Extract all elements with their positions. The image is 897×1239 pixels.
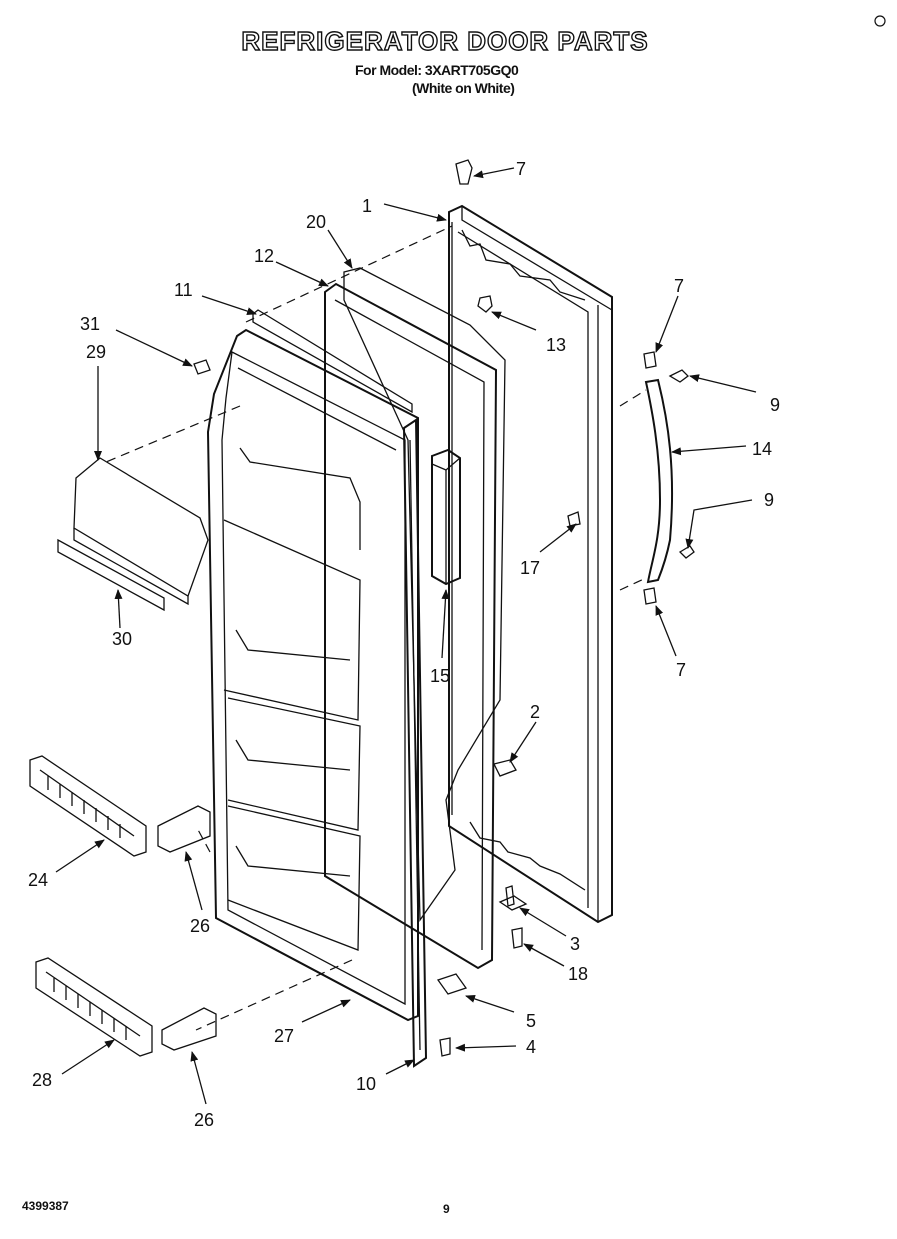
leader-arrows bbox=[55, 167, 757, 1105]
callout-18: 18 bbox=[568, 964, 588, 984]
shelf-end-cap-upper bbox=[157, 805, 211, 853]
handle-insert bbox=[431, 448, 461, 586]
top-bracket bbox=[252, 309, 413, 414]
callout-9-bottom: 9 bbox=[764, 490, 774, 510]
callout-10: 10 bbox=[356, 1074, 376, 1094]
small-hardware bbox=[193, 159, 695, 1057]
callout-3: 3 bbox=[570, 934, 580, 954]
model-line: For Model: 3XART705GQ0 bbox=[355, 62, 519, 78]
callout-26-upper: 26 bbox=[190, 916, 210, 936]
callout-2: 2 bbox=[530, 702, 540, 722]
callout-20: 20 bbox=[306, 212, 326, 232]
callout-17: 17 bbox=[520, 558, 540, 578]
door-shelf-lower bbox=[35, 957, 153, 1057]
door-shelf-upper bbox=[29, 755, 147, 857]
callout-4: 4 bbox=[526, 1037, 536, 1057]
callout-28: 28 bbox=[32, 1070, 52, 1090]
alignment-lines bbox=[105, 225, 647, 1031]
callout-5: 5 bbox=[526, 1011, 536, 1031]
callout-27: 27 bbox=[274, 1026, 294, 1046]
callout-labels: 7 1 20 12 11 31 29 13 7 9 14 9 17 15 7 3… bbox=[28, 159, 780, 1130]
callout-30: 30 bbox=[112, 629, 132, 649]
callout-13: 13 bbox=[546, 335, 566, 355]
page-number: 9 bbox=[443, 1202, 450, 1216]
corner-circle-icon bbox=[874, 15, 886, 27]
callout-9-top: 9 bbox=[770, 395, 780, 415]
door-handle bbox=[644, 378, 674, 584]
foam-insulation bbox=[343, 267, 506, 922]
page-title: REFRIGERATOR DOOR PARTS bbox=[241, 25, 649, 56]
callout-14: 14 bbox=[752, 439, 772, 459]
callout-7-top: 7 bbox=[674, 276, 684, 296]
shelf-end-cap-lower bbox=[161, 1007, 217, 1051]
shelf-cover bbox=[57, 457, 209, 612]
callout-1: 1 bbox=[362, 196, 372, 216]
document-number: 4399387 bbox=[22, 1199, 69, 1213]
callout-15: 15 bbox=[430, 666, 450, 686]
callout-7-bottom: 7 bbox=[676, 660, 686, 680]
callout-24: 24 bbox=[28, 870, 48, 890]
door-gasket bbox=[324, 282, 498, 970]
callout-29: 29 bbox=[86, 342, 106, 362]
callout-26-lower: 26 bbox=[194, 1110, 214, 1130]
callout-6: 7 bbox=[516, 159, 526, 179]
hinge-trim-strip bbox=[402, 418, 428, 1068]
callout-11: 11 bbox=[174, 280, 193, 300]
color-line: (White on White) bbox=[412, 80, 515, 96]
callout-31: 31 bbox=[80, 314, 100, 334]
callout-12: 12 bbox=[254, 246, 274, 266]
inner-door-liner bbox=[206, 328, 419, 1022]
